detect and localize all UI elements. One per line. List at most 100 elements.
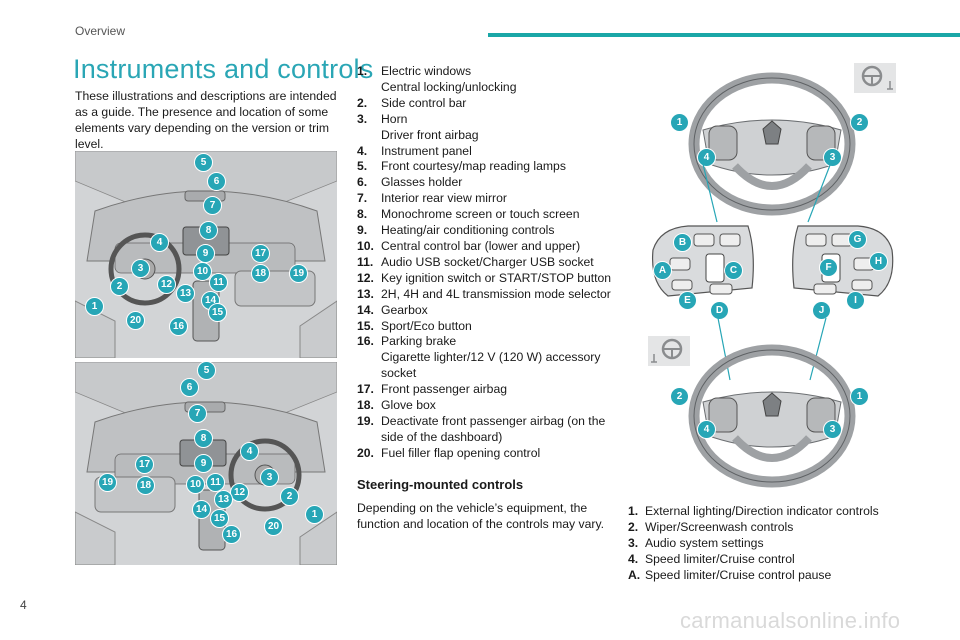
detail-callout-b: B bbox=[673, 233, 692, 252]
legend-item: Driver front airbag bbox=[381, 127, 479, 142]
legend-item: 7.Interior rear view mirror bbox=[357, 191, 507, 206]
legend-item: 4.Instrument panel bbox=[357, 143, 472, 158]
legend-item: A.Speed limiter/Cruise control pause bbox=[628, 568, 832, 582]
wheel-callout-2: 2 bbox=[850, 113, 869, 132]
callout-17: 17 bbox=[251, 244, 270, 263]
legend-item: 10.Central control bar (lower and upper) bbox=[357, 238, 581, 253]
callout-16: 16 bbox=[169, 317, 188, 336]
callout-connectors bbox=[701, 160, 833, 223]
dashboard-illustration-rhd: 5 6 7 8 4 9 17 19 18 10 11 3 12 13 2 14 … bbox=[75, 362, 337, 565]
steering-wheel-lhd bbox=[688, 72, 856, 216]
callout-9: 9 bbox=[194, 454, 213, 473]
callout-4: 4 bbox=[150, 233, 169, 252]
callout-3: 3 bbox=[131, 259, 150, 278]
callout-13: 13 bbox=[214, 490, 233, 509]
legend-item: 19.Deactivate front passenger airbag (on… bbox=[357, 413, 606, 444]
callout-11: 11 bbox=[209, 273, 228, 292]
detail-callout-j: J bbox=[812, 301, 831, 320]
legend-item: 1.Electric windows bbox=[357, 64, 472, 78]
legend-item: 3.Horn bbox=[357, 111, 408, 126]
legend-item: 12.Key ignition switch or START/STOP but… bbox=[357, 270, 612, 285]
steering-legend: 1.External lighting/Direction indicator … bbox=[628, 503, 928, 583]
legend-item: 13.2H, 4H and 4L transmission mode selec… bbox=[357, 286, 611, 301]
steering-wheel-rhd bbox=[688, 344, 856, 488]
callout-15: 15 bbox=[208, 303, 227, 322]
callout-6: 6 bbox=[180, 378, 199, 397]
page-number: 4 bbox=[20, 598, 27, 612]
detail-callout-i: I bbox=[846, 291, 865, 310]
section-header: Overview bbox=[75, 24, 126, 38]
callout-9: 9 bbox=[196, 244, 215, 263]
callout-4: 4 bbox=[240, 442, 259, 461]
legend-item: 20.Fuel filler flap opening control bbox=[357, 445, 541, 460]
controls-legend: 1.Electric windows Central locking/unloc… bbox=[357, 64, 617, 462]
legend-item: Cigarette lighter/12 V (120 W) accessory… bbox=[381, 350, 601, 381]
header-accent-bar bbox=[488, 33, 960, 37]
dashboard-illustration-lhd: 5 6 7 8 4 9 17 3 10 11 18 19 2 12 13 14 … bbox=[75, 151, 337, 358]
steering-controls-intro: Depending on the vehicle’s equipment, th… bbox=[357, 501, 605, 531]
callout-16: 16 bbox=[222, 525, 241, 544]
callout-18: 18 bbox=[251, 264, 270, 283]
callout-19: 19 bbox=[289, 264, 308, 283]
rhd-steering-icon bbox=[648, 336, 690, 366]
legend-item: 11.Audio USB socket/Charger USB socket bbox=[357, 254, 594, 269]
legend-item: 9.Heating/air conditioning controls bbox=[357, 223, 555, 238]
callout-7: 7 bbox=[203, 196, 222, 215]
steering-controls-heading: Steering-mounted controls bbox=[357, 477, 524, 492]
callout-17: 17 bbox=[135, 455, 154, 474]
lhd-steering-icon bbox=[854, 63, 896, 93]
detail-callout-c: C bbox=[724, 261, 743, 280]
wheel-callout-4: 4 bbox=[697, 420, 716, 439]
legend-item: 15.Sport/Eco button bbox=[357, 318, 472, 333]
legend-item: Central locking/unlocking bbox=[381, 79, 517, 94]
callout-14: 14 bbox=[192, 500, 211, 519]
callout-2: 2 bbox=[280, 487, 299, 506]
callout-1: 1 bbox=[305, 505, 324, 524]
legend-item: 17.Front passenger airbag bbox=[357, 382, 508, 397]
detail-callout-f: F bbox=[819, 258, 838, 277]
detail-callout-g: G bbox=[848, 230, 867, 249]
wheel-callout-3: 3 bbox=[823, 420, 842, 439]
legend-item: 18.Glove box bbox=[357, 398, 436, 413]
detail-callout-a: A bbox=[653, 261, 672, 280]
watermark: carmanualsonline.info bbox=[680, 608, 901, 633]
legend-item: 14.Gearbox bbox=[357, 302, 428, 317]
legend-item: 2.Side control bar bbox=[357, 95, 467, 110]
detail-callout-h: H bbox=[869, 252, 888, 271]
callout-13: 13 bbox=[176, 284, 195, 303]
callout-10: 10 bbox=[193, 262, 212, 281]
wheel-callout-4: 4 bbox=[697, 148, 716, 167]
callout-18: 18 bbox=[136, 476, 155, 495]
legend-item: 2.Wiper/Screenwash controls bbox=[628, 520, 794, 534]
callout-20: 20 bbox=[126, 311, 145, 330]
legend-item: 6.Glasses holder bbox=[357, 175, 463, 190]
callout-20: 20 bbox=[264, 517, 283, 536]
legend-item: 5.Front courtesy/map reading lamps bbox=[357, 159, 566, 174]
legend-item: 16.Parking brake bbox=[357, 334, 457, 349]
wheel-callout-2: 2 bbox=[670, 387, 689, 406]
detail-callout-e: E bbox=[678, 291, 697, 310]
page-title: Instruments and controls bbox=[73, 54, 374, 84]
callout-connectors bbox=[717, 318, 827, 381]
callout-11: 11 bbox=[206, 473, 225, 492]
legend-item: 4.Speed limiter/Cruise control bbox=[628, 552, 795, 566]
legend-item: 1.External lighting/Direction indicator … bbox=[628, 504, 879, 518]
callout-1: 1 bbox=[85, 297, 104, 316]
legend-item: 3.Audio system settings bbox=[628, 536, 764, 550]
callout-2: 2 bbox=[110, 277, 129, 296]
wheel-callout-1: 1 bbox=[670, 113, 689, 132]
wheel-callout-3: 3 bbox=[823, 148, 842, 167]
callout-3: 3 bbox=[260, 468, 279, 487]
callout-5: 5 bbox=[197, 362, 216, 380]
callout-12: 12 bbox=[157, 275, 176, 294]
callout-5: 5 bbox=[194, 153, 213, 172]
detail-callout-d: D bbox=[710, 301, 729, 320]
callout-10: 10 bbox=[186, 475, 205, 494]
callout-8: 8 bbox=[199, 221, 218, 240]
callout-6: 6 bbox=[207, 172, 226, 191]
callout-15: 15 bbox=[210, 509, 229, 528]
callout-7: 7 bbox=[188, 404, 207, 423]
legend-item: 8.Monochrome screen or touch screen bbox=[357, 207, 580, 222]
callout-19: 19 bbox=[98, 473, 117, 492]
wheel-callout-1: 1 bbox=[850, 387, 869, 406]
